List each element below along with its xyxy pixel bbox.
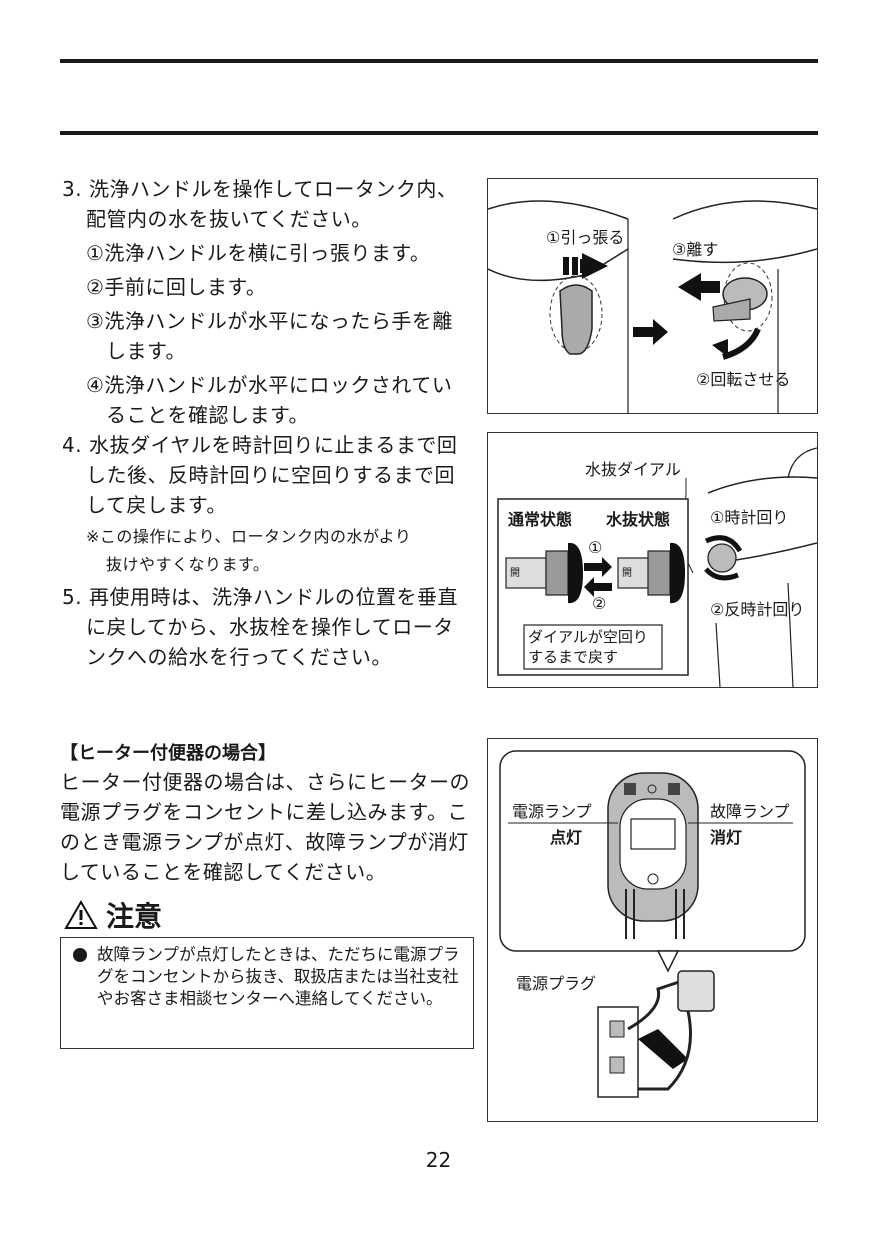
step-5-line-3: ンクへの給水を行ってください。 bbox=[86, 645, 392, 669]
label-counter-clockwise: ②反時計回り bbox=[710, 600, 805, 619]
caution-text: 故障ランプが点灯したときは、ただちに電源プラグをコンセントから抜き、取扱店または… bbox=[97, 945, 460, 1008]
label-drain-dial: 水抜ダイアル bbox=[585, 460, 681, 479]
step-4-note-1: ※この操作により、ロータンク内の水がより bbox=[86, 527, 412, 546]
label-pull: ①引っ張る bbox=[546, 228, 625, 247]
drain-dial-illustration bbox=[497, 447, 817, 687]
warning-triangle-icon bbox=[64, 900, 98, 929]
label-power-lamp: 電源ランプ bbox=[512, 802, 592, 821]
label-open-drain: 開 bbox=[622, 568, 632, 579]
label-power-lamp-state: 点灯 bbox=[550, 828, 583, 847]
heater-controller-illustration bbox=[499, 750, 806, 1098]
step-5-line-1: 5. 再使用時は、洗浄ハンドルの位置を垂直 bbox=[62, 585, 458, 609]
label-open-normal: 開 bbox=[510, 568, 520, 579]
step-3-substep-2: ②手前に回します。 bbox=[86, 275, 267, 299]
step-3-line-2: 配管内の水を抜いてください。 bbox=[86, 207, 372, 231]
heater-section-heading: 【ヒーター付便器の場合】 bbox=[60, 743, 276, 764]
step-3-substep-3b: します。 bbox=[106, 339, 186, 363]
step-3-substep-3a: ③洗浄ハンドルが水平になったら手を離 bbox=[86, 309, 453, 333]
label-drain-state: 水抜状態 bbox=[606, 510, 671, 529]
label-free-spin-2: するまで戻す bbox=[528, 648, 619, 666]
label-power-plug: 電源プラグ bbox=[516, 974, 597, 993]
step-3-substep-4a: ④洗浄ハンドルが水平にロックされてい bbox=[86, 373, 453, 397]
caution-title-text: 注意 bbox=[106, 900, 163, 933]
step-3-substep-1: ①洗浄ハンドルを横に引っ張ります。 bbox=[86, 241, 431, 265]
label-arrow-1: ① bbox=[588, 538, 603, 557]
top-rule bbox=[60, 59, 818, 63]
step-5-line-2: に戻してから、水抜栓を操作してロータ bbox=[86, 615, 454, 639]
figure-handle-operation: ①引っ張る ③離す ②回転させる bbox=[487, 178, 818, 414]
handle-illustration bbox=[488, 200, 817, 413]
page-number: 22 bbox=[425, 1148, 452, 1172]
caution-title: 注意 bbox=[64, 895, 162, 935]
bullet-icon bbox=[73, 948, 87, 962]
label-free-spin-1: ダイアルが空回り bbox=[528, 628, 648, 646]
label-normal-state: 通常状態 bbox=[508, 510, 573, 529]
caution-box: 故障ランプが点灯したときは、ただちに電源プラグをコンセントから抜き、取扱店または… bbox=[60, 937, 474, 1049]
step-4-note-2: 抜けやすくなります。 bbox=[106, 555, 270, 574]
label-clockwise: ①時計回り bbox=[710, 508, 789, 527]
figure-heater-controller: 電源ランプ 点灯 故障ランプ 消灯 電源プラグ bbox=[487, 738, 818, 1122]
label-arrow-2: ② bbox=[592, 594, 607, 613]
label-fault-lamp: 故障ランプ bbox=[710, 802, 790, 821]
label-release: ③離す bbox=[672, 240, 719, 259]
step-4-line-3: して戻します。 bbox=[86, 493, 227, 517]
heater-section-body: ヒーター付便器の場合は、さらにヒーターの電源プラグをコンセントに差し込みます。こ… bbox=[60, 770, 470, 884]
step-4-line-1: 4. 水抜ダイヤルを時計回りに止まるまで回 bbox=[62, 433, 458, 457]
figure-drain-dial: 水抜ダイアル 通常状態 水抜状態 ① ② 開 開 ①時計回り ②反時計回り ダイ… bbox=[487, 432, 818, 688]
second-rule bbox=[60, 131, 818, 135]
step-4-line-2: した後、反時計回りに空回りするまで回 bbox=[86, 463, 455, 487]
label-rotate: ②回転させる bbox=[696, 370, 791, 389]
step-3-line-1: 3. 洗浄ハンドルを操作してロータンク内、 bbox=[62, 177, 458, 201]
label-fault-lamp-state: 消灯 bbox=[710, 828, 743, 847]
step-3-substep-4b: ることを確認します。 bbox=[106, 403, 309, 427]
